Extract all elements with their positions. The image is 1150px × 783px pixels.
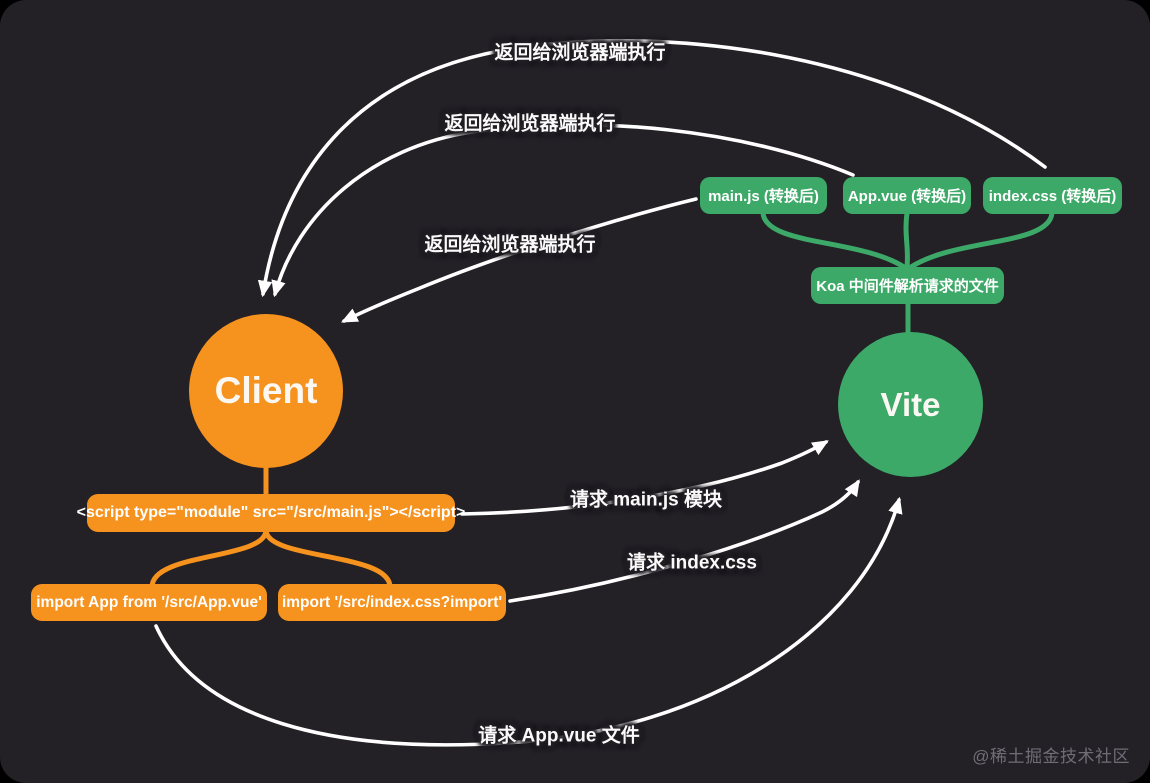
arrow-request-indexcss bbox=[508, 479, 860, 603]
koa-middleware-box: Koa 中间件解析请求的文件 bbox=[811, 267, 1004, 304]
edge-label-request-indexcss: 请求 index.css bbox=[627, 552, 757, 574]
arrow-request-appvue bbox=[154, 496, 903, 747]
flow-arrows bbox=[154, 39, 1047, 747]
vite-node: Vite bbox=[838, 332, 983, 477]
connector-mainjs-to-koa bbox=[760, 210, 907, 270]
juejin-watermark: @稀土掘金技术社区 bbox=[972, 747, 1130, 766]
edge-label-return-lower: 返回给浏览器端执行 bbox=[424, 234, 596, 256]
import-appvue-box: import App from '/src/App.vue' bbox=[31, 584, 267, 621]
arrow-return-appvue-to-client bbox=[271, 122, 855, 298]
edge-label-return-middle: 返回给浏览器端执行 bbox=[444, 113, 616, 135]
connector-script-to-import-indexcss bbox=[263, 527, 393, 590]
connector-script-to-import-appvue bbox=[149, 527, 269, 590]
client-node: Client bbox=[189, 314, 343, 468]
edge-label-return-top: 返回给浏览器端执行 bbox=[494, 42, 666, 64]
appvue-transformed-box: App.vue (转换后) bbox=[843, 177, 971, 214]
connector-indexcss-to-koa bbox=[908, 210, 1055, 270]
connector-appvue-to-koa bbox=[903, 210, 910, 270]
script-tag-box: <script type="module" src="/src/main.js"… bbox=[77, 494, 465, 532]
arrow-request-mainjs bbox=[460, 440, 829, 516]
vite-tree-connectors bbox=[760, 210, 1055, 337]
indexcss-transformed-box: index.css (转换后) bbox=[983, 177, 1122, 214]
edge-label-request-mainjs: 请求 main.js 模块 bbox=[569, 489, 723, 511]
edge-label-request-appvue: 请求 App.vue 文件 bbox=[478, 725, 640, 747]
arrow-return-mainjs-to-client bbox=[341, 197, 698, 323]
mainjs-transformed-box: main.js (转换后) bbox=[700, 177, 827, 214]
import-indexcss-box: import '/src/index.css?import' bbox=[278, 584, 506, 621]
arrow-return-indexcss-to-client bbox=[257, 39, 1047, 298]
client-tree-connectors bbox=[149, 462, 393, 590]
